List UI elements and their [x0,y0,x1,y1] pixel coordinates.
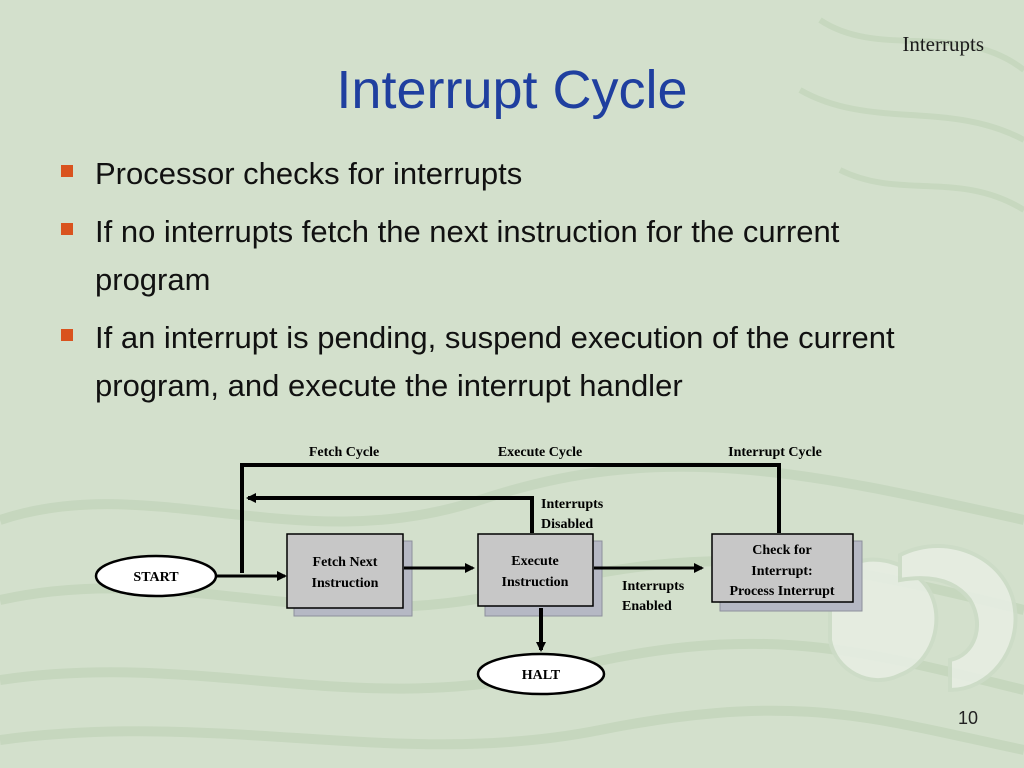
bullet-square-icon [61,223,73,235]
interrupts-disabled-path [246,493,534,533]
slide-title: Interrupt Cycle [336,60,688,120]
start-oval [94,554,218,598]
check-box-line-2: Interrupt: [751,564,812,579]
swirl-ornament [826,544,1018,693]
interrupt-return-path [240,463,781,573]
bullet-text: If an interrupt is pending, suspend exec… [95,320,895,403]
phase-label-fetch: Fetch Cycle [309,445,379,460]
section-label: Interrupts [902,32,984,56]
bullet-text: Processor checks for interrupts [95,156,523,191]
bullet-list: Processor checks for interrupts If no in… [58,150,958,420]
bullet-square-icon [61,165,73,177]
page-number: 10 [957,708,978,728]
fetch-box-line-2: Instruction [312,576,379,591]
halt-oval [476,652,606,696]
execute-box-line-2: Instruction [502,575,569,590]
bullet-item: Processor checks for interrupts [58,150,958,198]
interrupts-disabled-line-2: Disabled [541,517,593,532]
interrupts-enabled-line-2: Enabled [622,599,672,614]
check-box-line-3: Process Interrupt [729,584,834,599]
bullet-item: If an interrupt is pending, suspend exec… [58,314,958,410]
phase-label-interrupt: Interrupt Cycle [728,445,822,460]
bullet-item: If no interrupts fetch the next instruct… [58,208,958,304]
fetch-box [286,533,404,609]
bullet-square-icon [61,329,73,341]
check-box [711,533,854,603]
bullet-text: If no interrupts fetch the next instruct… [95,214,840,297]
interrupts-enabled-line-1: Interrupts [622,579,685,594]
halt-label: HALT [522,668,561,683]
execute-box-line-1: Execute [511,554,558,569]
phase-label-execute: Execute Cycle [498,445,582,460]
fetch-box-line-1: Fetch Next [313,555,378,570]
execute-box [477,533,594,607]
check-box-line-1: Check for [752,543,812,558]
interrupts-disabled-line-1: Interrupts [541,497,604,512]
start-label: START [133,570,179,585]
